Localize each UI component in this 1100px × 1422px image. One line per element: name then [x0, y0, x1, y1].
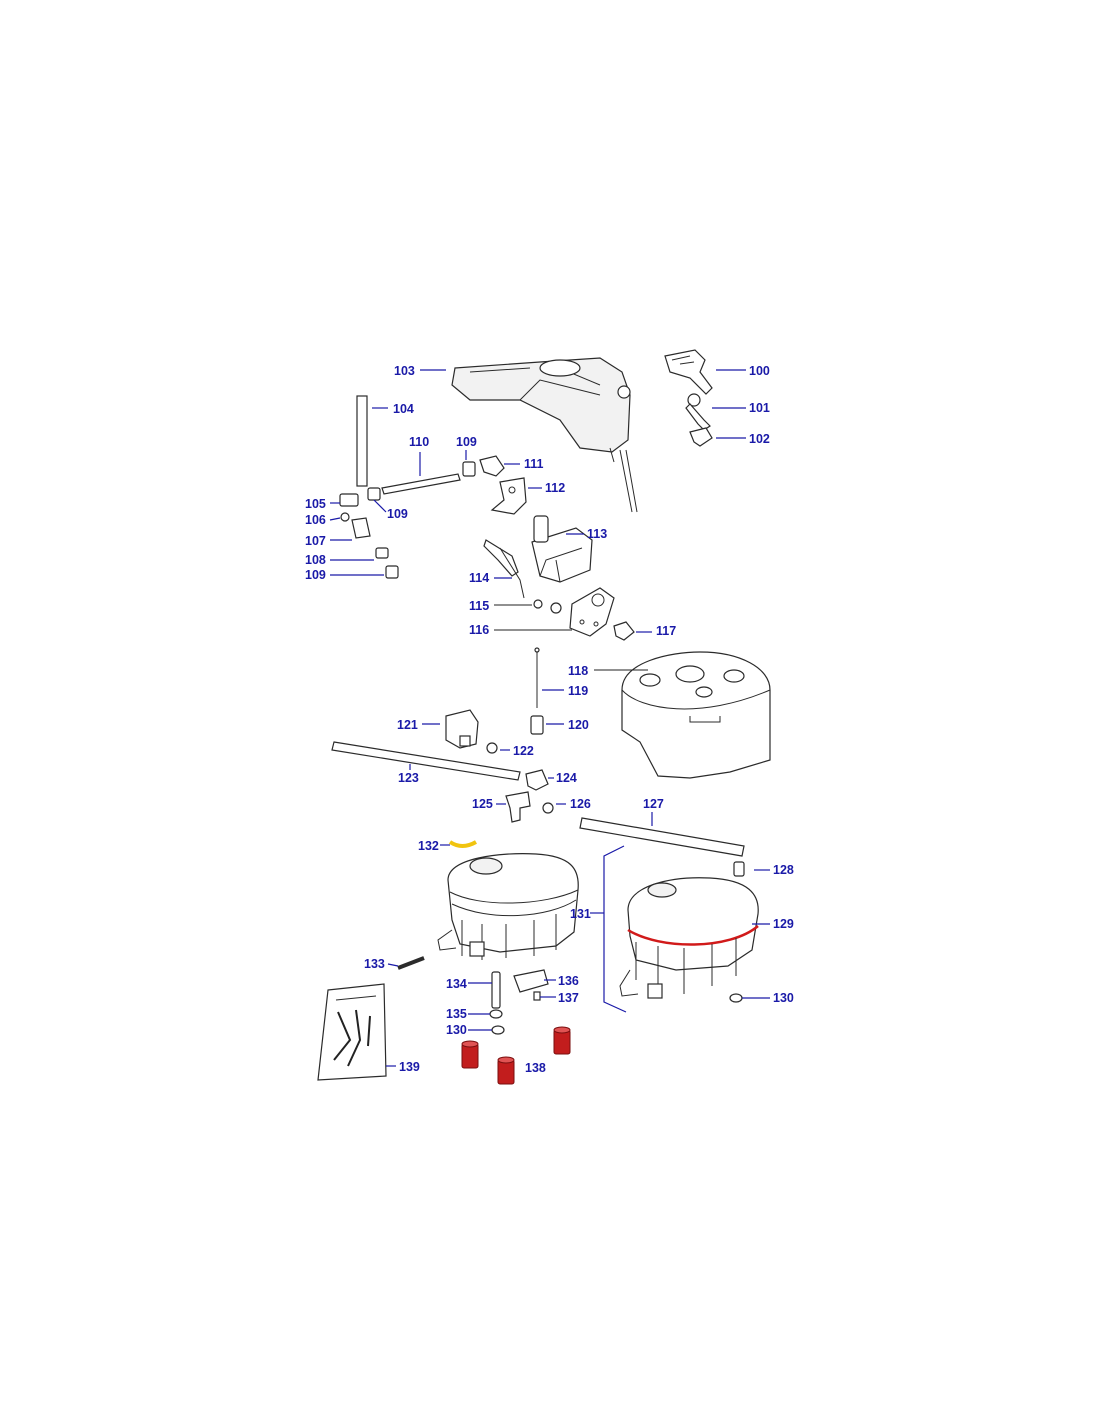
- label-100: 100: [749, 364, 770, 378]
- label-114: 114: [469, 571, 489, 585]
- label-137: 137: [558, 991, 579, 1005]
- part-122-clamp: [486, 742, 498, 754]
- label-112: 112: [545, 481, 565, 495]
- label-117: 117: [656, 624, 676, 638]
- label-123: 123: [398, 771, 419, 785]
- label-133: 133: [364, 957, 385, 971]
- label-106: 106: [305, 513, 326, 527]
- part-123-tube: [331, 741, 521, 781]
- label-110: 110: [409, 435, 429, 449]
- label-101: 101: [749, 401, 770, 415]
- part-111-elbow: [479, 455, 505, 477]
- label-132: 132: [418, 839, 439, 853]
- label-118: 118: [568, 664, 588, 678]
- part-125-tee: [505, 791, 531, 823]
- label-120: 120: [568, 718, 589, 732]
- part-104-tube: [356, 395, 368, 487]
- part-106-oring: [340, 512, 350, 522]
- part-133-sensor: [397, 956, 425, 970]
- part-119-probe: [534, 647, 540, 708]
- part-124-elbow: [525, 769, 549, 791]
- label-126: 126: [570, 797, 591, 811]
- part-121-solenoid-valve: [445, 709, 479, 749]
- label-139: 139: [399, 1060, 420, 1074]
- boiler-left: [437, 853, 579, 960]
- part-101-pin: [685, 393, 711, 431]
- part-102-clip: [689, 427, 713, 447]
- part-114-sensor: [483, 539, 525, 599]
- part-120-fitting: [530, 715, 544, 735]
- part-100-holder: [664, 349, 713, 395]
- label-111: 111: [524, 457, 544, 471]
- label-125: 125: [472, 797, 493, 811]
- label-130-left: 130: [446, 1023, 467, 1037]
- part-130-nut-right: [729, 993, 743, 1003]
- part-134-fitting: [491, 971, 501, 1009]
- label-108: 108: [305, 553, 326, 567]
- label-109-mid: 109: [387, 507, 408, 521]
- label-109-bottom: 109: [305, 568, 326, 582]
- label-136: 136: [558, 974, 579, 988]
- label-107: 107: [305, 534, 326, 548]
- label-115: 115: [469, 599, 489, 613]
- part-108-fitting: [375, 547, 389, 559]
- part-112-bracket: [490, 477, 527, 515]
- part-109-nut-mid: [367, 487, 381, 501]
- label-131: 131: [570, 907, 591, 921]
- part-135-washer: [489, 1009, 503, 1019]
- part-127-rod: [579, 817, 745, 857]
- label-109-top: 109: [456, 435, 477, 449]
- part-number-labels: 103 100 101 102 104 110 109 111 112 105 …: [305, 364, 794, 1075]
- part-132-tube: [448, 840, 477, 848]
- part-126-clip: [542, 802, 554, 814]
- leader-lines: [329, 369, 770, 1067]
- part-139-wiring-kit: [317, 983, 387, 1081]
- label-129: 129: [773, 917, 794, 931]
- label-130-right: 130: [773, 991, 794, 1005]
- part-113-pump: [531, 515, 593, 583]
- label-116: 116: [469, 623, 489, 637]
- part-117-elbow: [613, 621, 635, 641]
- part-116-plate: [569, 587, 615, 637]
- label-128: 128: [773, 863, 794, 877]
- label-134: 134: [446, 977, 467, 991]
- part-109-nut-bottom: [385, 565, 399, 579]
- boiler-right: [619, 877, 759, 999]
- label-138: 138: [525, 1061, 546, 1075]
- part-130-nut-left: [491, 1025, 505, 1035]
- label-103: 103: [394, 364, 415, 378]
- label-135: 135: [446, 1007, 467, 1021]
- part-138-heating-elements: [461, 1026, 571, 1085]
- label-127: 127: [643, 797, 664, 811]
- part-110-tube: [381, 473, 461, 495]
- label-102: 102: [749, 432, 770, 446]
- label-119: 119: [568, 684, 588, 698]
- label-121: 121: [397, 718, 418, 732]
- part-128-screw: [733, 861, 745, 877]
- label-124: 124: [556, 771, 577, 785]
- part-107-valve: [351, 517, 371, 539]
- part-103-frame: [451, 357, 638, 513]
- part-105-fitting: [339, 493, 359, 507]
- label-104: 104: [393, 402, 414, 416]
- part-118-cover: [621, 651, 771, 779]
- label-122: 122: [513, 744, 534, 758]
- label-113: 113: [587, 527, 607, 541]
- label-105: 105: [305, 497, 326, 511]
- part-115-washers: [533, 599, 562, 614]
- part-136-thermostat: [513, 969, 549, 993]
- part-137-screw: [533, 991, 541, 1001]
- part-109-nut-top: [462, 461, 476, 477]
- bracket-131: [603, 845, 627, 1013]
